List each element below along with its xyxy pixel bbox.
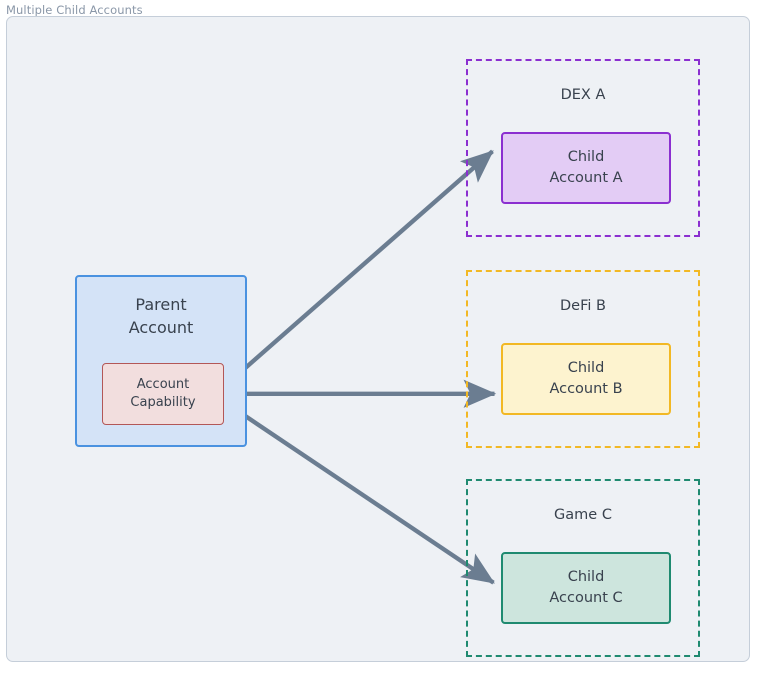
group-label-defi-b: DeFi B — [560, 298, 606, 314]
child-account-c-label: Child Account C — [549, 569, 623, 606]
group-defi-b[interactable]: DeFi B Child Account B — [466, 270, 700, 448]
arrow-to-child-account-a — [221, 149, 494, 390]
diagram-title: Multiple Child Accounts — [6, 3, 143, 17]
child-account-a-label: Child Account A — [549, 149, 623, 186]
group-label-game-c: Game C — [554, 507, 612, 523]
child-account-b-node[interactable]: Child Account B — [501, 343, 671, 415]
diagram-frame: Parent Account Account Capability DEX A … — [6, 16, 750, 662]
arrow-to-child-account-c — [221, 399, 495, 585]
group-game-c[interactable]: Game C Child Account C — [466, 479, 700, 657]
child-account-a-node[interactable]: Child Account A — [501, 132, 671, 204]
group-dex-a[interactable]: DEX A Child Account A — [466, 59, 700, 237]
account-capability-node[interactable]: Account Capability — [102, 363, 224, 425]
parent-account-node[interactable]: Parent Account Account Capability — [75, 275, 247, 447]
child-account-c-node[interactable]: Child Account C — [501, 552, 671, 624]
group-label-dex-a: DEX A — [560, 87, 606, 103]
child-account-b-label: Child Account B — [549, 360, 623, 397]
account-capability-label: Account Capability — [130, 377, 196, 410]
parent-account-label: Parent Account — [128, 295, 194, 337]
